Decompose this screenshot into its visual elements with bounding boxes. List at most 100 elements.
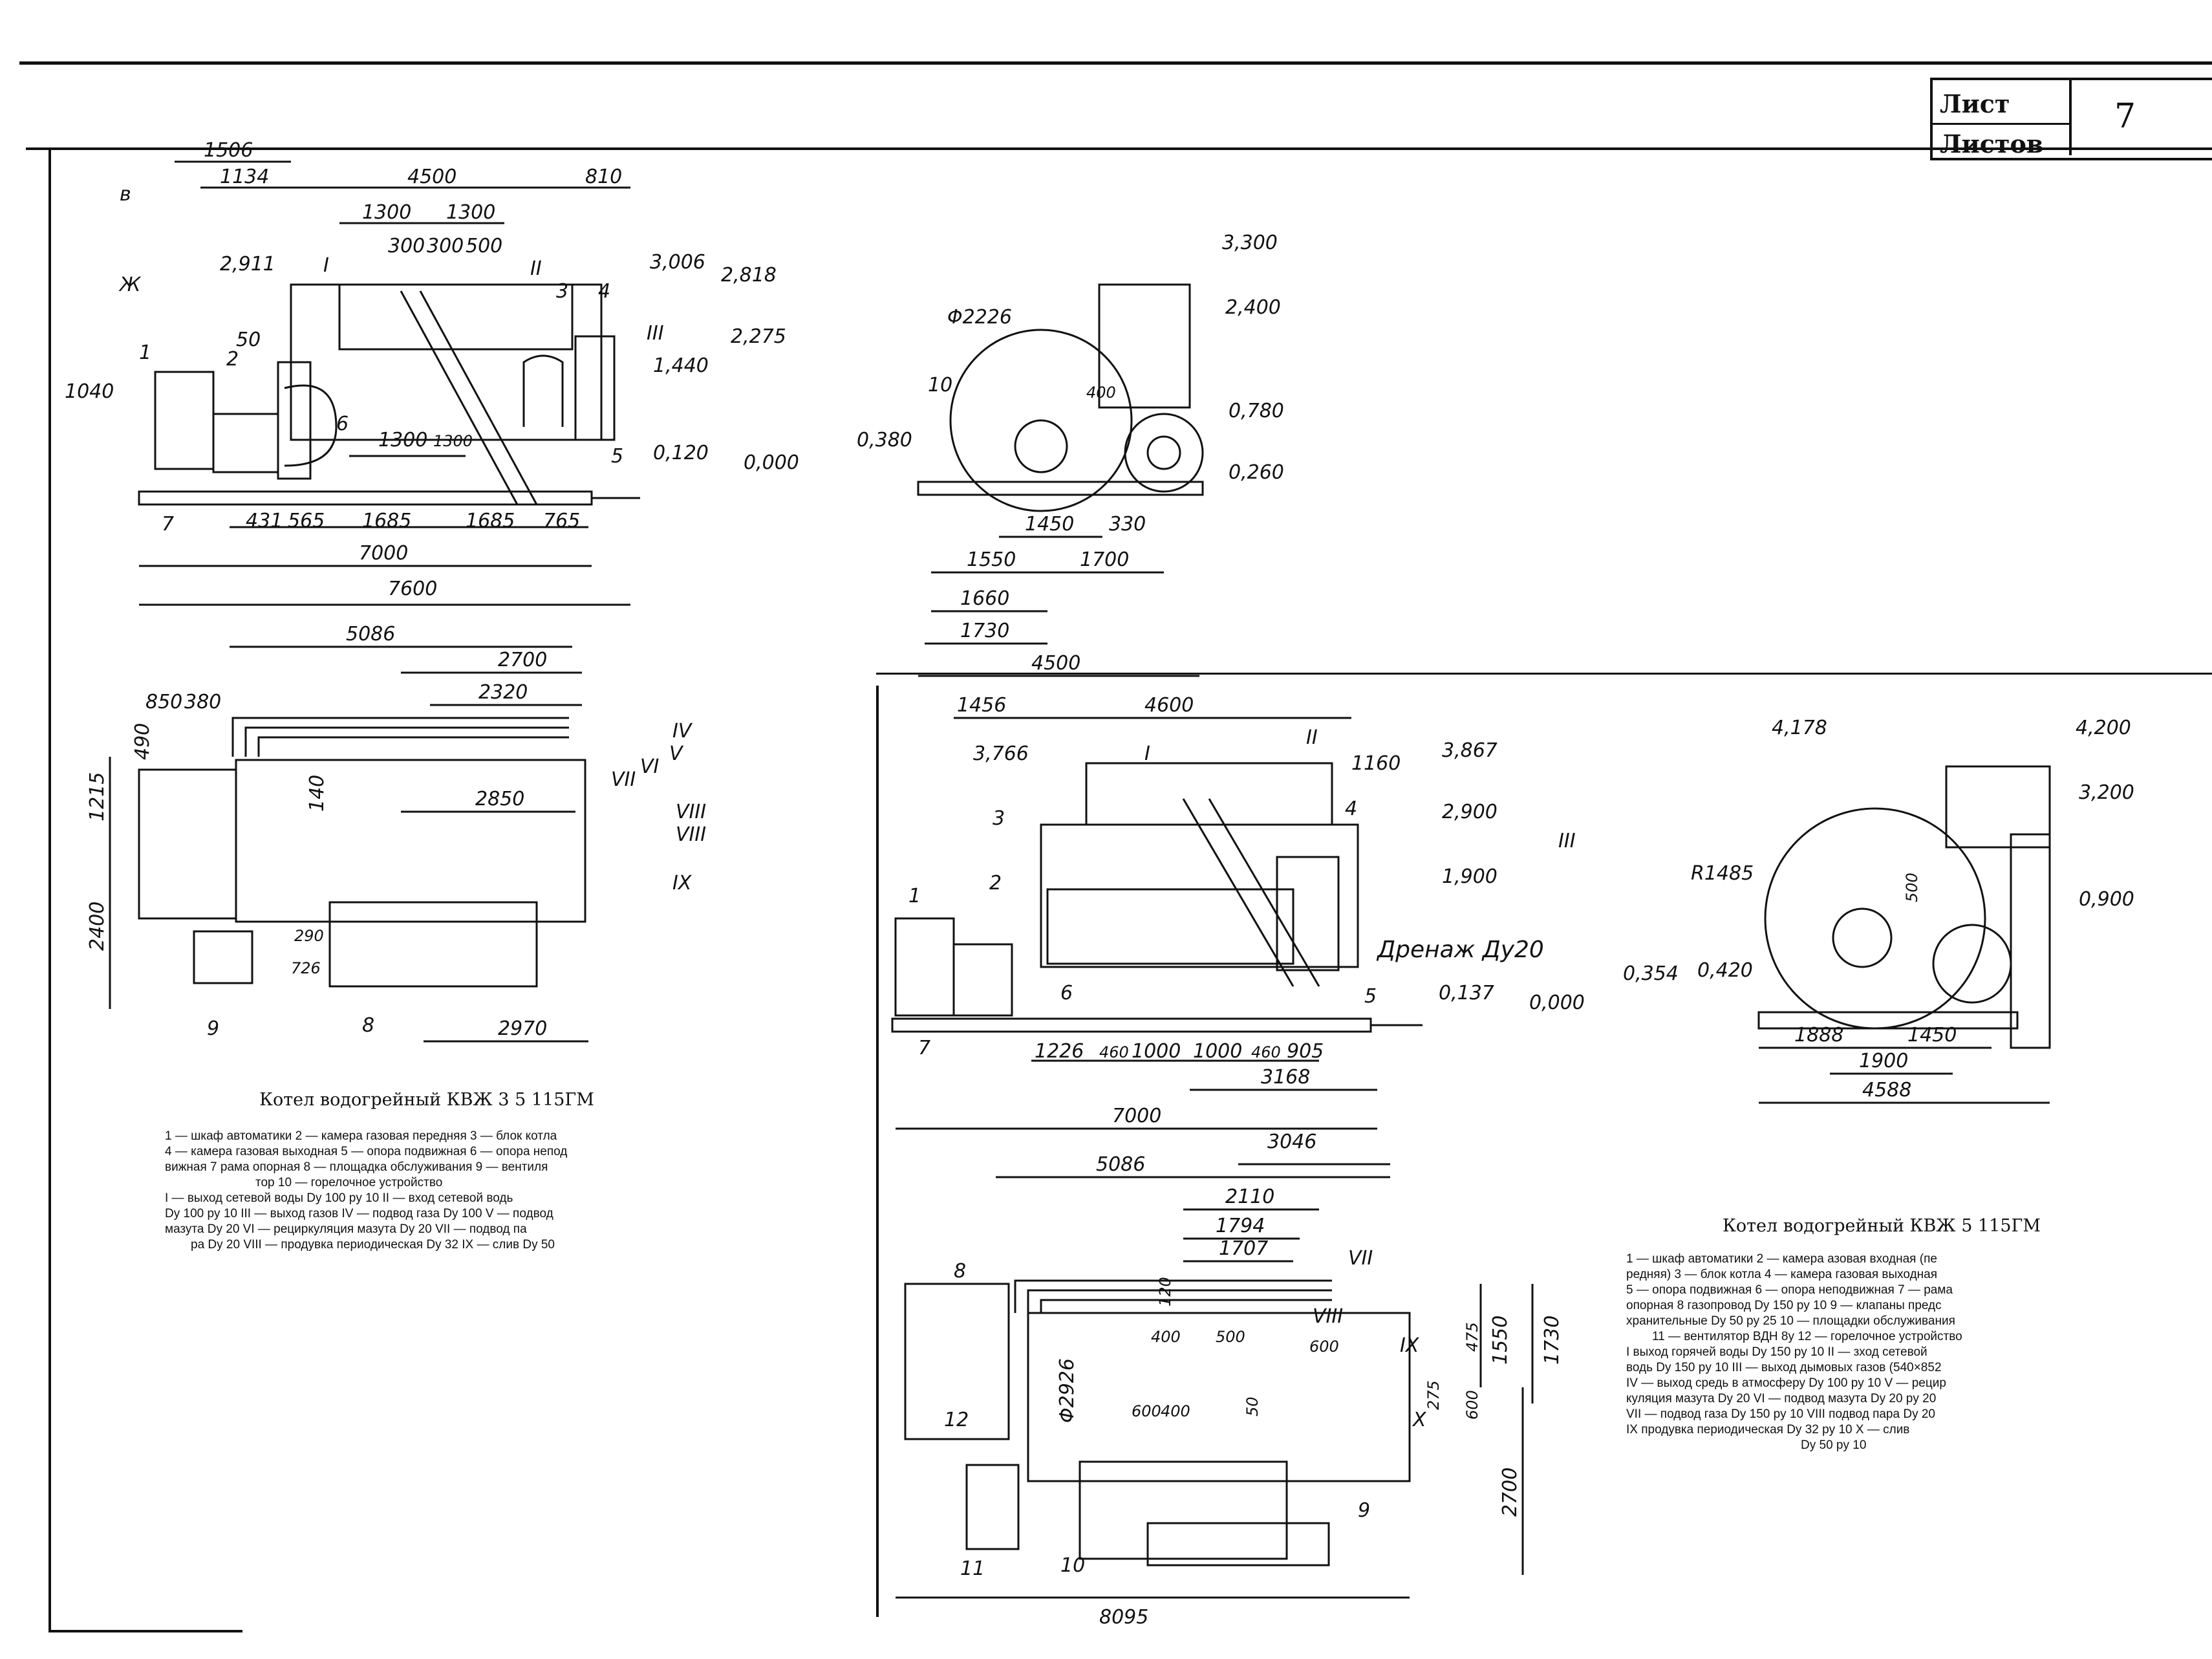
legend-line: 5 — опора подвижная 6 — опора неподвижна… — [1626, 1283, 1953, 1297]
view-c-dim-290: 290 — [294, 927, 324, 945]
view-d-boiler-block — [1040, 823, 1359, 968]
view-d-flow-III: III — [1558, 830, 1576, 852]
view-f-dim-400-b: 400 — [1161, 1402, 1190, 1420]
view-d-base-frame — [891, 1017, 1372, 1033]
view-a-level-1440: 1,440 — [653, 354, 709, 377]
view-f-fan — [965, 1464, 1020, 1550]
view-f-dim-275: 275 — [1424, 1380, 1443, 1410]
frame-bottom-line — [48, 1630, 242, 1632]
view-f-dim-600-a: 600 — [1309, 1338, 1339, 1356]
view-c-boiler-body — [235, 759, 586, 923]
view-d-item-4: 4 — [1345, 797, 1357, 820]
view-e-fan — [1932, 924, 2012, 1004]
legend-line: 1 — шкаф автоматики 2 — камера азовая вх… — [1626, 1252, 1937, 1266]
view-f-dim-475: 475 — [1463, 1322, 1481, 1352]
view-b-shell — [949, 329, 1133, 512]
view-f-flow-X: X — [1412, 1409, 1427, 1431]
legend-line: тор 10 — горелочное устройство — [255, 1176, 443, 1189]
view-c-dim-2850: 2850 — [475, 788, 524, 810]
legend-line: 4 — камера газовая выходная 5 — опора по… — [165, 1145, 568, 1158]
view-d-level-2900: 2,900 — [1442, 801, 1498, 823]
view-a-item-6: 6 — [336, 413, 349, 435]
frame-left-line — [48, 150, 51, 1631]
view-b-dim-330: 330 — [1109, 513, 1146, 536]
view-d-burner — [952, 943, 1013, 1017]
view-a-corner-mark-1: в — [120, 183, 131, 206]
view-a-side-elevation — [138, 160, 640, 606]
view-c-dim-2700: 2700 — [498, 649, 547, 671]
view-a-level-1040: 1040 — [65, 380, 114, 403]
legend-line: VII — подвод газа Dy 150 py 10 VIII подв… — [1626, 1407, 1935, 1421]
view-a-item-3: 3 — [556, 280, 568, 303]
legend-line: вижная 7 рама опорная 8 — площадка обслу… — [165, 1160, 548, 1174]
view-f-dim-120: 120 — [1156, 1277, 1174, 1307]
view-c-dim-850: 850 — [145, 691, 182, 713]
view-f-dim-5086: 5086 — [1096, 1153, 1145, 1176]
view-b-dim-4500: 4500 — [1031, 652, 1080, 675]
view-f-flow-IX: IX — [1400, 1334, 1420, 1357]
view-e-level-0900: 0,900 — [2079, 888, 2134, 911]
view-b-dim-1730: 1730 — [960, 620, 1009, 642]
view-f-dim-600-b: 600 — [1132, 1402, 1161, 1420]
view-e-labels: 4,178 4,200 3,200 0,900 0,354 0,420 R148… — [1623, 717, 2134, 1101]
view-b-inner-dim: 400 — [1086, 384, 1116, 402]
view-e-dim-4588: 4588 — [1862, 1079, 1911, 1101]
view-d-item-1: 1 — [908, 885, 921, 907]
view-a-item-4: 4 — [598, 280, 610, 303]
view-d-flow-I: I — [1144, 743, 1150, 765]
view-c-plan — [109, 645, 588, 1043]
view-f-dim-600-c: 600 — [1463, 1390, 1481, 1420]
view-b-dim-1450: 1450 — [1025, 513, 1074, 536]
view-e-dim-1900: 1900 — [1859, 1050, 1908, 1072]
view-d-dim-1000-a: 1000 — [1132, 1040, 1181, 1063]
view-d-dim-1160: 1160 — [1351, 752, 1401, 775]
view-f-dim-1707: 1707 — [1219, 1237, 1268, 1260]
view-f-item-10: 10 — [1060, 1554, 1085, 1577]
view-b-level-0780: 0,780 — [1229, 400, 1284, 422]
view-b-labels: 3,300 2,400 0,780 0,260 0,380 Φ2226 400 … — [857, 232, 1284, 675]
view-c-dim-1215: 1215 — [86, 772, 109, 821]
view-c-dim-2320: 2320 — [478, 681, 528, 704]
view-d-labels: 1456 4600 1160 1226 460 1000 1000 460 90… — [908, 694, 1585, 1127]
view-separator-horizontal — [876, 673, 2212, 675]
view-d-dim-1226: 1226 — [1035, 1040, 1084, 1063]
view-a-dome — [284, 384, 338, 467]
view-f-plan — [896, 1163, 1534, 1599]
view-c-dim-490: 490 — [131, 723, 154, 760]
view-d-item-2: 2 — [989, 872, 1002, 895]
view-b-level-2400: 2,400 — [1225, 296, 1281, 319]
sheet-number: 7 — [2114, 97, 2136, 136]
view-b-front-elevation — [917, 283, 1204, 677]
view-d-upper-header — [1085, 762, 1333, 826]
view-f-item-12: 12 — [944, 1409, 969, 1431]
view-e-ribbed-stack — [2010, 833, 2051, 1049]
view-d-shell — [1046, 888, 1294, 965]
view-e-dim-1888: 1888 — [1794, 1024, 1843, 1046]
stamp-divider-horizontal — [1930, 123, 2069, 125]
view-b-level-0380: 0,380 — [857, 429, 912, 451]
view-f-item-8: 8 — [954, 1260, 966, 1283]
view-b-fan-hub — [1146, 435, 1181, 470]
view-a-level-2818: 2,818 — [721, 264, 777, 287]
view-e-shell — [1764, 807, 1986, 1030]
view-d-dim-1456: 1456 — [957, 694, 1006, 717]
view-f-dim-1550: 1550 — [1489, 1316, 1512, 1365]
view-d-dim-1000-b: 1000 — [1193, 1040, 1242, 1063]
legend-line: I выход горячей воды Dy 150 py 10 II — з… — [1626, 1345, 1927, 1359]
view-a-dim-1300-b: 1300 — [446, 201, 495, 224]
view-e-radius: R1485 — [1691, 862, 1754, 885]
view-f-pipe-bundle — [1014, 1279, 1332, 1313]
view-a-base-frame — [138, 490, 593, 506]
view-e-fan-housing — [1945, 765, 2051, 849]
view-d-item-7: 7 — [918, 1037, 930, 1059]
legend-line: I — выход сетевой воды Dy 100 py 10 II —… — [165, 1191, 513, 1205]
view-e-base — [1757, 1011, 2019, 1030]
view-e-dim-500: 500 — [1903, 873, 1921, 902]
view-e-level-4200: 4,200 — [2076, 717, 2131, 739]
view-f-front-cabinet — [904, 1283, 1010, 1440]
view-f-dim-8095: 8095 — [1099, 1606, 1148, 1629]
caption-kvzh35-legend: 1 — шкаф автоматики 2 — камера газовая п… — [165, 1129, 669, 1253]
view-b-inner-flange — [1014, 419, 1068, 473]
view-e-inner-flange — [1832, 907, 1893, 968]
view-c-dim-726: 726 — [291, 959, 321, 977]
